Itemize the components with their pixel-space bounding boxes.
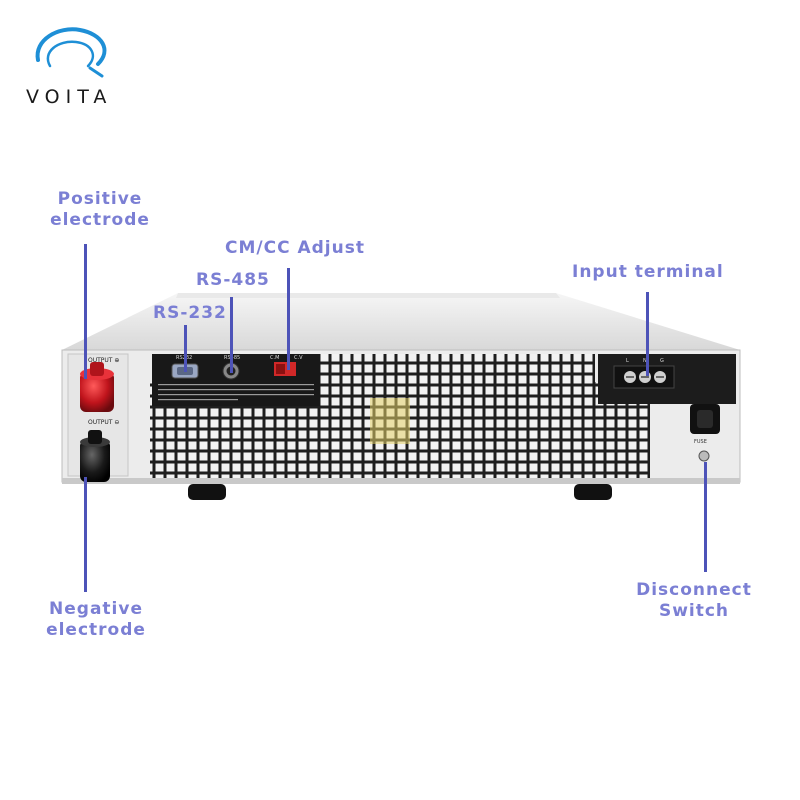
callout-disconnect-switch: Disconnect Switch <box>636 580 752 621</box>
lead-rs232 <box>184 325 187 372</box>
lead-positive <box>84 244 87 379</box>
callout-negative-electrode: Negative electrode <box>46 599 146 640</box>
output-pos-label: OUTPUT ⊕ <box>88 357 119 364</box>
vent-grid-upper <box>320 354 595 384</box>
positive-terminal <box>80 362 114 412</box>
callout-cmcc-adjust: CM/CC Adjust <box>225 238 365 258</box>
callout-rs485: RS-485 <box>196 270 270 290</box>
lead-negative <box>84 477 87 592</box>
foot-left <box>188 484 226 500</box>
callout-rs232: RS-232 <box>153 303 227 323</box>
fuse-label: FUSE <box>694 439 707 445</box>
terminal-n-label: N <box>643 358 647 364</box>
disconnect-switch: FUSE <box>690 404 720 462</box>
lead-disconnect <box>704 462 707 572</box>
cv-label: C.V <box>294 355 303 361</box>
terminal-l-label: L <box>626 358 629 364</box>
brand-name: VOITA <box>26 86 113 108</box>
callout-positive-electrode: Positive electrode <box>50 189 150 230</box>
cm-label: C.M <box>270 355 279 361</box>
lead-input <box>646 292 649 376</box>
output-neg-label: OUTPUT ⊖ <box>88 419 119 426</box>
callout-input-terminal: Input terminal <box>572 262 724 282</box>
lead-rs485 <box>230 297 233 373</box>
brand-logo-icon <box>35 27 107 78</box>
foot-right <box>574 484 612 500</box>
comm-panel <box>152 354 320 406</box>
terminal-g-label: G <box>660 358 664 364</box>
lead-cmcc <box>287 268 290 370</box>
negative-terminal <box>80 430 110 482</box>
